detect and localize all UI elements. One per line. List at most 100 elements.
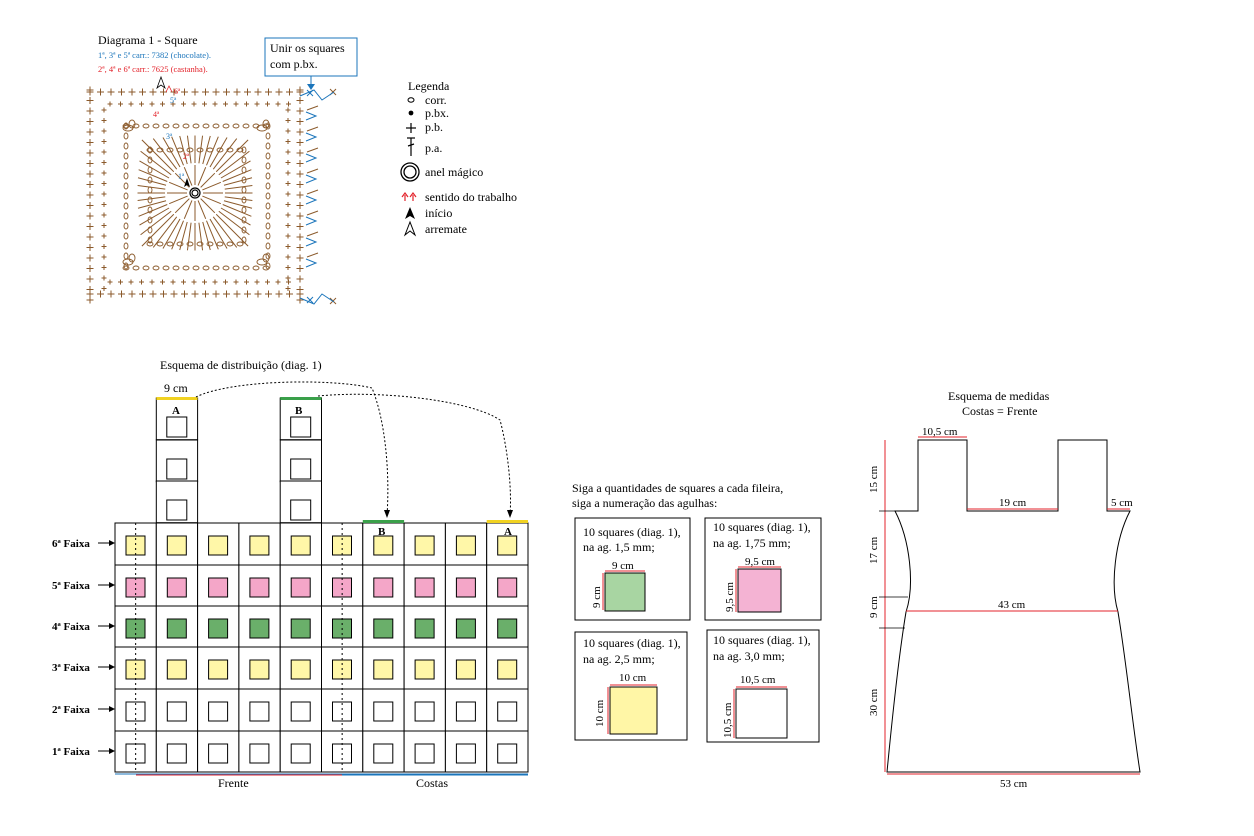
band-arrowhead [109,664,115,670]
square-piece [455,618,476,639]
needle-box-1-height: 9 cm [591,586,603,608]
needle-box-3-height: 10 cm [594,699,606,727]
join-label-b: B [378,526,386,538]
band-arrowhead [109,706,115,712]
needle-box-1-width: 9 cm [612,560,634,572]
needle-box-4-line-1: 10 squares (diag. 1), [713,633,811,647]
square-piece [455,659,476,680]
square-piece [414,535,435,556]
legend-label-start: início [425,206,452,220]
band-arrowhead [109,540,115,546]
legend-label-ring: anel mágico [425,165,483,179]
crochet-square-chart [86,75,337,305]
strap-square [290,499,312,521]
square-piece [332,701,352,722]
needle-box-1: 10 squares (diag. 1), na ag. 1,5 mm; 9 c… [574,517,691,621]
needle-box-3-swatch [609,686,658,735]
square-piece [373,618,394,639]
needle-box-4-height: 10,5 cm [722,702,734,738]
square-piece [373,577,394,598]
measures-title: Esquema de medidas [948,389,1050,403]
square-piece [455,535,476,556]
join-note-line-2: com p.bx. [270,57,318,71]
square-piece [497,701,518,722]
square-piece [373,743,394,764]
needle-box-4: 10 squares (diag. 1), na ag. 3,0 mm; 10,… [706,629,820,743]
square-piece [455,701,476,722]
round-label-2: 2ª [183,152,190,161]
square-piece [166,743,187,764]
square-piece [249,535,270,556]
band-label: 6ª Faixa [52,538,90,550]
square-piece [373,535,394,556]
square-piece [290,701,311,722]
needle-box-1-line-2: na ag. 1,5 mm; [583,540,655,554]
square-piece [414,701,435,722]
needle-box-4-swatch [735,688,788,739]
square-piece [208,618,229,639]
band-arrowhead [109,623,115,629]
band-label: 2ª Faixa [52,704,90,716]
waist-height-label: 9 cm [868,596,880,618]
square-piece [290,577,311,598]
side-width-label: 5 cm [1111,497,1133,509]
square-piece [166,659,187,680]
upper-height-label: 17 cm [868,536,880,564]
neck-width-label: 19 cm [999,497,1027,509]
strap-square [290,416,312,438]
magic-ring-icon [400,162,420,182]
band-arrowhead [109,582,115,588]
diagram-1-title: Diagrama 1 - Square [98,33,198,47]
strap-square [166,416,188,438]
chain-stitch-icon [407,97,415,103]
needle-box-2-swatch [737,568,782,613]
distribution-scheme: Esquema de distribuição (diag. 1) 9 cm A… [52,358,529,790]
square-piece [290,535,311,556]
diagram-1: Diagrama 1 - Square 1ª, 3ª e 5ª carr.: 7… [86,33,358,305]
square-piece [166,701,187,722]
square-piece [497,659,518,680]
square-piece [166,535,187,556]
single-crochet-icon [406,123,416,133]
square-piece [125,701,146,722]
square-piece [249,701,270,722]
double-crochet-icon [407,137,415,156]
square-piece [208,701,229,722]
needle-box-2-width: 9,5 cm [745,556,775,568]
round-label-4: 4ª [153,110,160,119]
join-note: Unir os squares com p.bx. [264,37,358,90]
join-path-b [317,393,511,517]
skirt-height-label: 30 cm [868,688,880,716]
square-piece [414,659,435,680]
needle-box-3-width: 10 cm [619,672,647,684]
strap-square [166,499,188,521]
strap-label-a: A [172,405,180,417]
needle-box-4-width: 10,5 cm [740,674,776,686]
needle-box-2-line-2: na ag. 1,75 mm; [713,536,791,550]
needle-box-2-height: 9,5 cm [724,582,736,612]
strap-width-label: 9 cm [164,381,188,395]
diagram-1-odd-rows-note: 1ª, 3ª e 5ª carr.: 7382 (chocolate). [98,50,211,60]
square-piece [497,618,518,639]
square-piece [208,743,229,764]
join-arrowhead-b [384,510,390,518]
square-piece [497,535,518,556]
square-piece [455,743,476,764]
join-note-line-1: Unir os squares [270,41,345,55]
needle-box-2-line-1: 10 squares (diag. 1), [713,520,811,534]
band-label: 5ª Faixa [52,580,90,592]
square-piece [373,659,394,680]
strap-square [290,458,312,480]
diagram-1-even-rows-note: 2ª, 4ª e 6ª carr.: 7625 (castanha). [98,64,208,74]
start-arrow-icon [405,207,415,219]
square-piece [166,618,187,639]
needle-box-4-line-2: na ag. 3,0 mm; [713,649,785,663]
finish-arrow-icon [403,220,417,237]
square-piece [249,659,270,680]
legend-label-double: p.a. [425,141,442,155]
square-piece [455,577,476,598]
square-piece [497,743,518,764]
needle-intro-line-2: siga a numeração das agulhas: [572,496,717,510]
label-back: Costas [416,776,448,790]
